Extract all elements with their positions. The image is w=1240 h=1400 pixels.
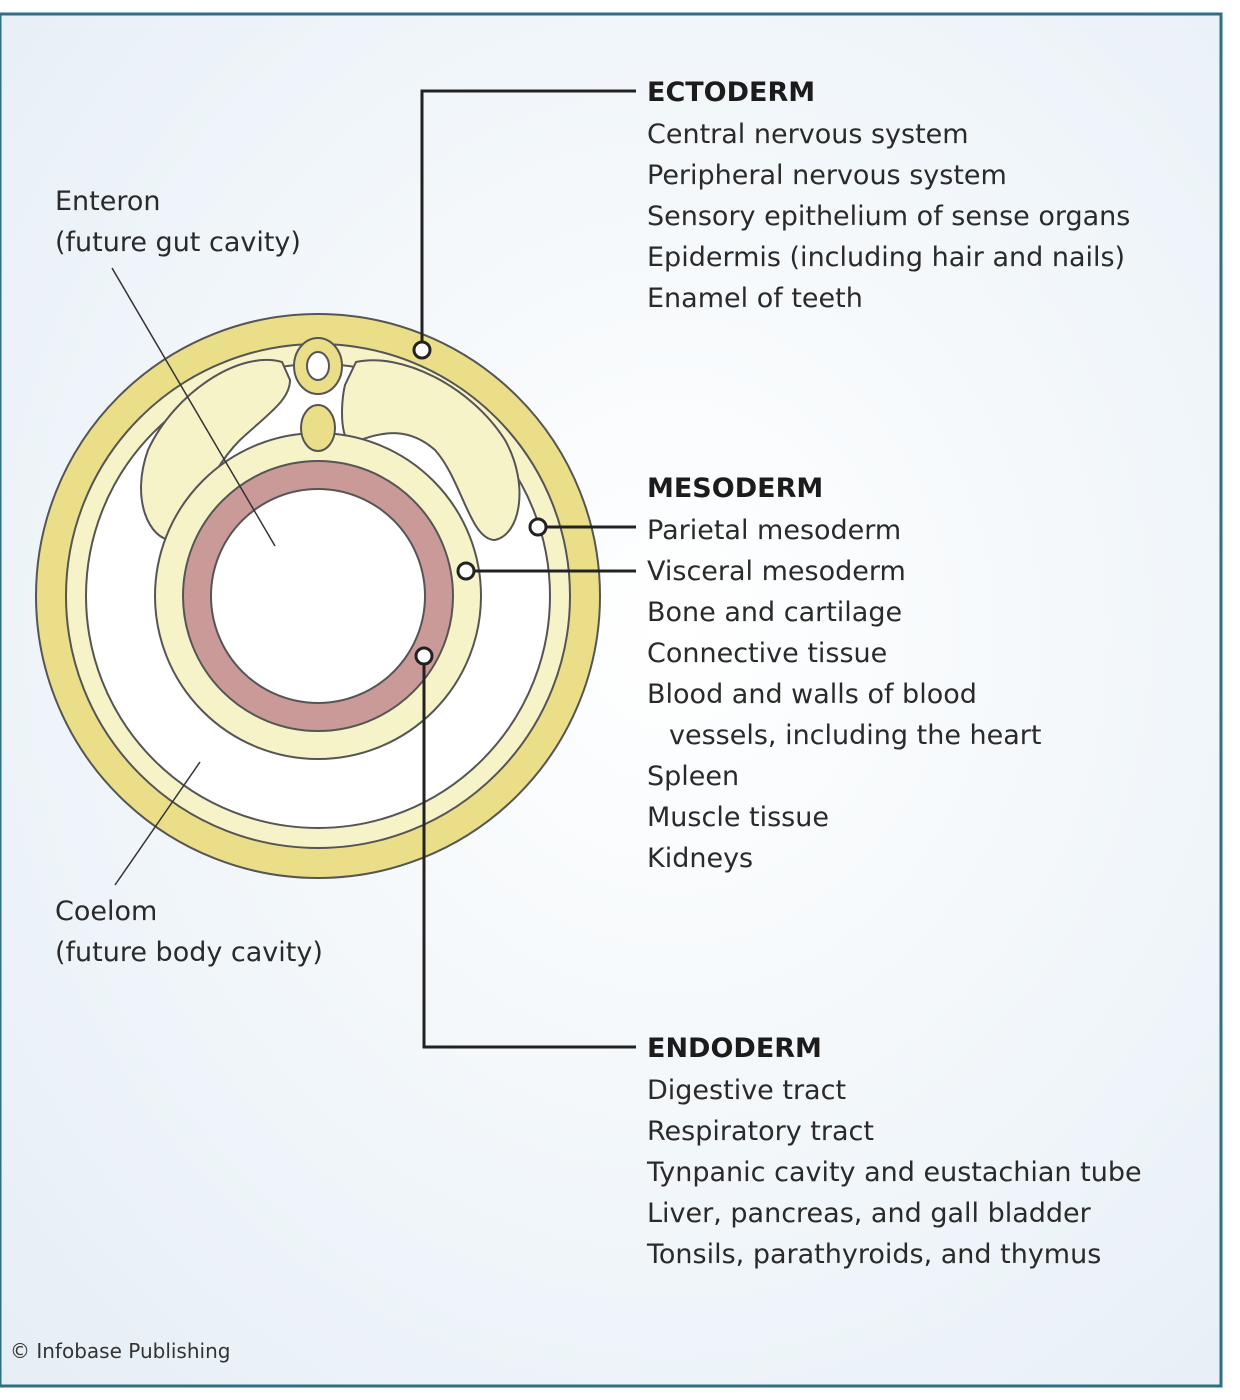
enteron-label-line2: (future gut cavity) bbox=[55, 227, 301, 258]
endoderm-list: Digestive tract Respiratory tract Tynpan… bbox=[647, 1070, 1142, 1275]
visceral-mesoderm-marker bbox=[456, 561, 476, 581]
publisher-credit: © Infobase Publishing bbox=[10, 1339, 231, 1363]
coelom-leader-line bbox=[114, 761, 201, 886]
list-item: Liver, pancreas, and gall bladder bbox=[647, 1198, 1091, 1229]
ectoderm-marker bbox=[412, 340, 432, 360]
list-item: vessels, including the heart bbox=[669, 720, 1042, 751]
coelom-label-line1: Coelom bbox=[55, 896, 158, 927]
endoderm-connector bbox=[422, 656, 636, 1049]
list-item: Peripheral nervous system bbox=[647, 160, 1007, 191]
enteron-label: Enteron (future gut cavity) bbox=[55, 181, 301, 263]
notochord bbox=[300, 404, 336, 452]
mesoderm-heading: MESODERM bbox=[647, 473, 824, 504]
list-item: Respiratory tract bbox=[647, 1116, 874, 1147]
coelom-label: Coelom (future body cavity) bbox=[55, 891, 323, 973]
neural-canal bbox=[306, 351, 330, 381]
endoderm-marker bbox=[414, 646, 434, 666]
mesoderm-list: Parietal mesoderm Visceral mesoderm Bone… bbox=[647, 510, 1041, 879]
list-item: Connective tissue bbox=[647, 638, 888, 669]
ectoderm-list: Central nervous system Peripheral nervou… bbox=[647, 114, 1130, 319]
list-item: Blood and walls of blood bbox=[647, 679, 977, 710]
ectoderm-connector bbox=[420, 89, 636, 350]
list-item: Spleen bbox=[647, 761, 740, 792]
coelom-label-line2: (future body cavity) bbox=[55, 937, 323, 968]
enteron-label-line1: Enteron bbox=[55, 186, 161, 217]
endoderm-heading: ENDODERM bbox=[647, 1033, 822, 1064]
enteron-cavity bbox=[210, 488, 426, 704]
list-item: Epidermis (including hair and nails) bbox=[647, 242, 1126, 273]
enteron-leader-line bbox=[111, 267, 276, 547]
list-item: Sensory epithelium of sense organs bbox=[647, 201, 1131, 232]
parietal-mesoderm-marker bbox=[528, 517, 548, 537]
list-item: Enamel of teeth bbox=[647, 283, 863, 314]
list-item: Parietal mesoderm bbox=[647, 515, 902, 546]
list-item: Tonsils, parathyroids, and thymus bbox=[647, 1239, 1102, 1270]
list-item: Tynpanic cavity and eustachian tube bbox=[647, 1157, 1142, 1188]
list-item: Visceral mesoderm bbox=[647, 556, 906, 587]
list-item: Bone and cartilage bbox=[647, 597, 903, 628]
list-item: Kidneys bbox=[647, 843, 754, 874]
ectoderm-heading: ECTODERM bbox=[647, 77, 816, 108]
list-item: Muscle tissue bbox=[647, 802, 829, 833]
list-item: Digestive tract bbox=[647, 1075, 847, 1106]
list-item: Central nervous system bbox=[647, 119, 969, 150]
